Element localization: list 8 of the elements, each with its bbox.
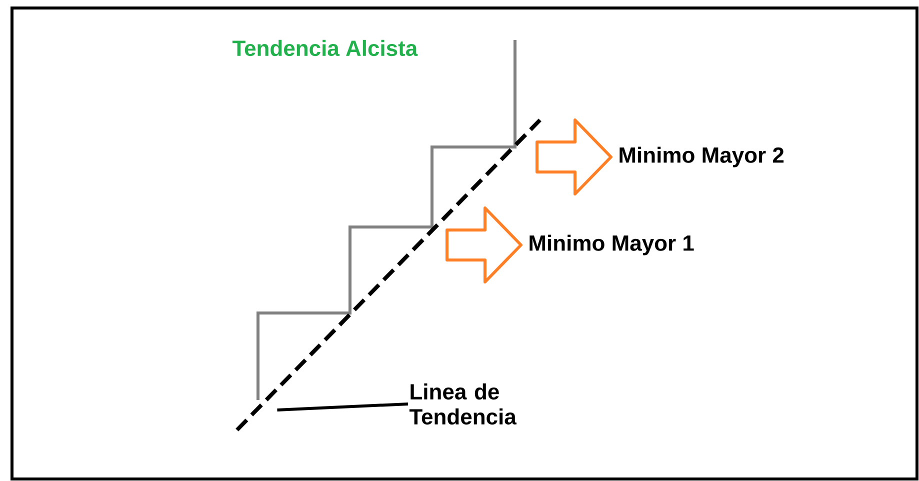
label-text: Minimo Mayor 1 [530, 234, 694, 256]
block-arrow [446, 206, 522, 284]
trend-line [236, 388, 278, 432]
title: Tendencia Alcista [232, 40, 418, 56]
label-text: Minimo Mayor 2 [620, 146, 784, 168]
block-arrow [536, 118, 612, 196]
leader-line [277, 402, 408, 412]
label-text: Linea de Tendencia [409, 383, 517, 425]
